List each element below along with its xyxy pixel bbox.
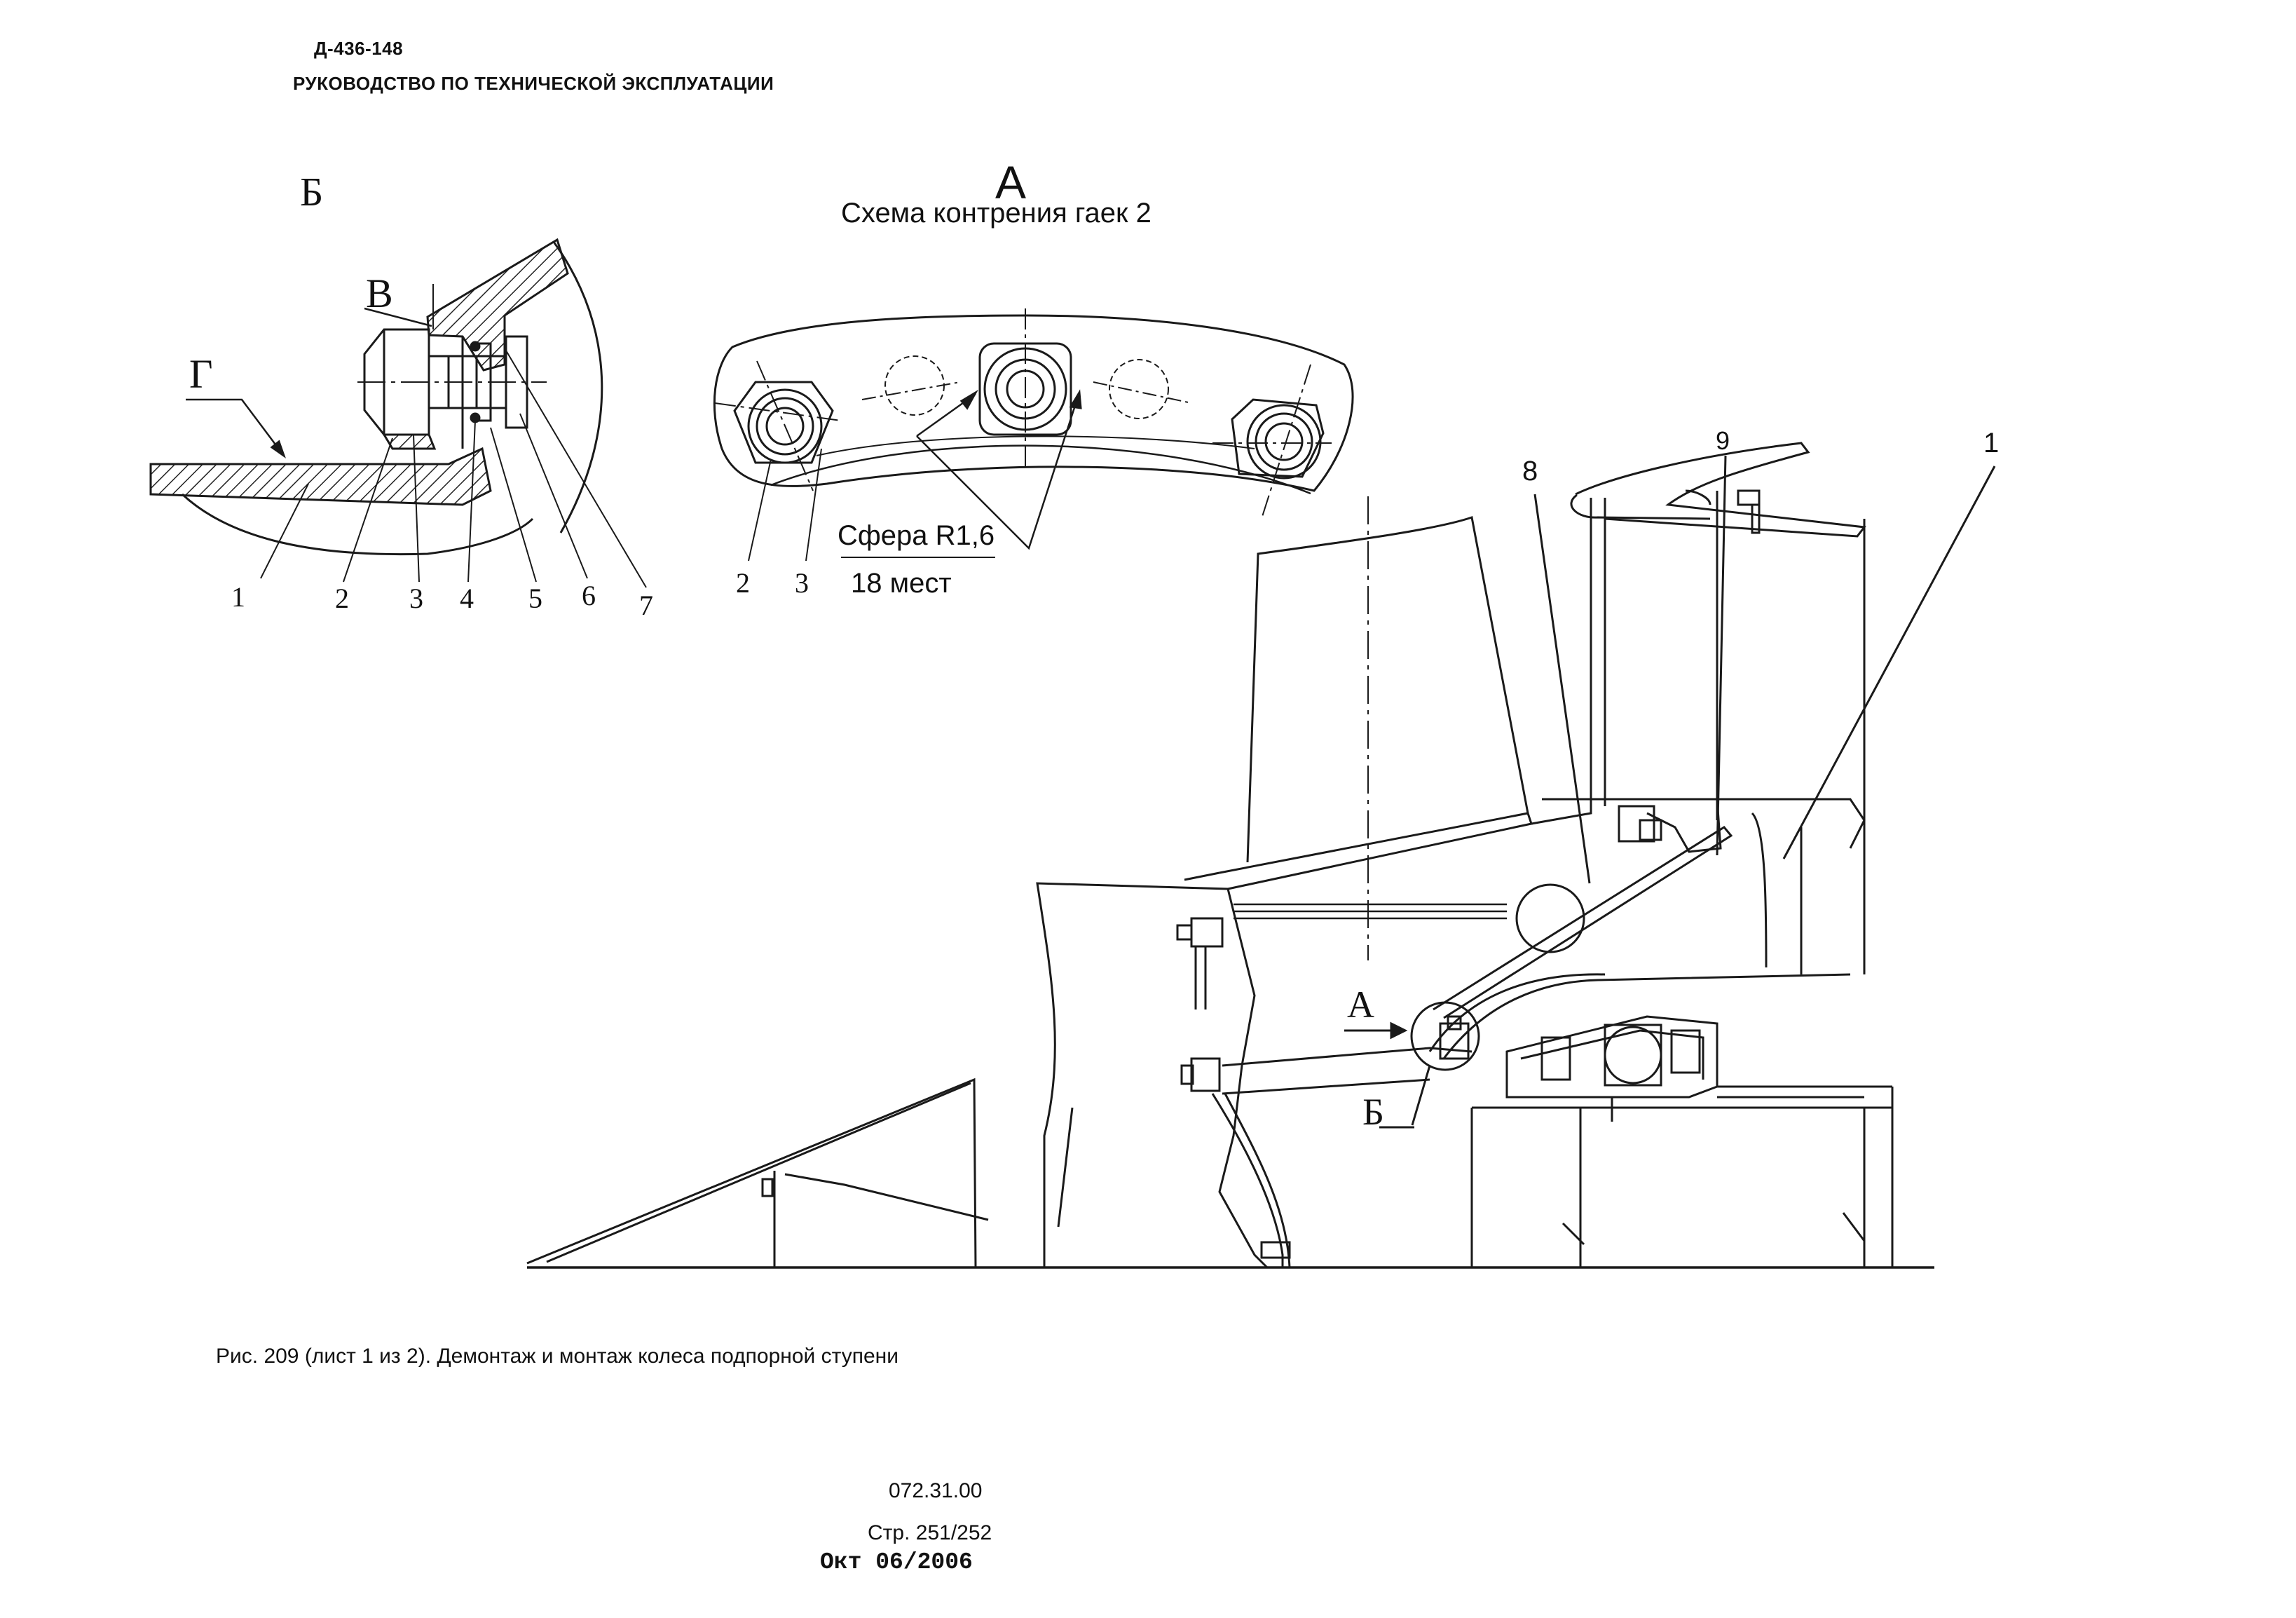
detail-b-drawing (149, 238, 647, 588)
main-view-arrow-label: А (1347, 984, 1374, 1026)
detail-circle-b (1410, 1001, 1480, 1071)
doc-number: Д-436-148 (314, 38, 404, 59)
housing-curve (552, 241, 603, 533)
view-a-subtitle: Схема контрения гаек 2 (841, 198, 1152, 229)
main-detail-label: Б (1362, 1091, 1385, 1133)
central-block (1036, 882, 1269, 1269)
upper-rotor-block (1246, 516, 1529, 863)
detail-circle-8 (1515, 883, 1585, 953)
left-wedge (526, 1077, 977, 1268)
right-nut (1231, 398, 1325, 480)
main-assembly-drawing (526, 442, 1996, 1269)
main-callout-1: 1 (1983, 428, 2000, 458)
bracket-outline (713, 314, 1354, 492)
base-lower-curve (181, 493, 534, 556)
bracket-inner-arc (770, 444, 1311, 495)
detail-b-callout-1: 1 (231, 581, 245, 613)
detail-b-callout-4: 4 (460, 583, 474, 614)
view-a-callout-2: 2 (736, 567, 750, 599)
section-code: 072.31.00 (889, 1479, 983, 1502)
stator-block (1531, 491, 1866, 974)
page-number: Стр. 251/252 (868, 1521, 992, 1544)
sphere-note: Сфера R1,6 (838, 520, 995, 551)
doc-title: РУКОВОДСТВО ПО ТЕХНИЧЕСКОЙ ЭКСПЛУАТАЦИИ (293, 73, 774, 94)
places-note: 18 мест (851, 568, 952, 599)
stator-top (1575, 442, 1866, 538)
flange-hatched (426, 238, 569, 372)
main-callout-8: 8 (1522, 456, 1538, 487)
detail-b-callout-6: 6 (582, 580, 596, 611)
main-callout-9: 9 (1716, 426, 1730, 455)
figure-caption: Рис. 209 (лист 1 из 2). Демонтаж и монта… (216, 1345, 898, 1368)
left-nut (733, 381, 834, 464)
view-a-callout-3: 3 (795, 567, 809, 599)
detail-b-label-v: В (366, 271, 393, 316)
view-a-drawing (713, 308, 1354, 562)
detail-b-callout-7: 7 (639, 590, 653, 621)
view-a-label: А (995, 156, 1027, 208)
detail-b-label-g: Г (189, 351, 213, 397)
detail-b-view-label: Б (300, 169, 324, 215)
detail-b-callout-5: 5 (528, 583, 542, 614)
detail-b-callout-3: 3 (409, 583, 423, 614)
revision-date: Окт 06/2006 (820, 1549, 973, 1575)
detail-b-callout-2: 2 (335, 583, 349, 614)
base-plate-hatched (149, 447, 492, 506)
